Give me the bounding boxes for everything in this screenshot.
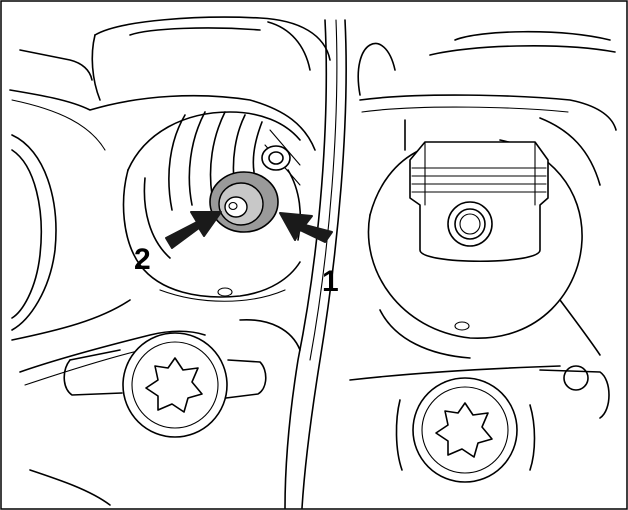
arrow-1 (279, 212, 333, 243)
bulb (209, 171, 279, 233)
arrow-2 (165, 211, 222, 249)
left-housing (9, 16, 331, 506)
bulb-socket (168, 111, 302, 241)
left-torx-bolt (63, 332, 267, 438)
reflector-opening (122, 111, 301, 302)
right-reflector (367, 139, 583, 339)
right-housing (349, 30, 617, 419)
right-torx-bolt (395, 377, 536, 483)
callout-label-2: 2 (134, 243, 151, 276)
callout-label-1: 1 (322, 265, 339, 298)
center-divider (284, 19, 396, 509)
